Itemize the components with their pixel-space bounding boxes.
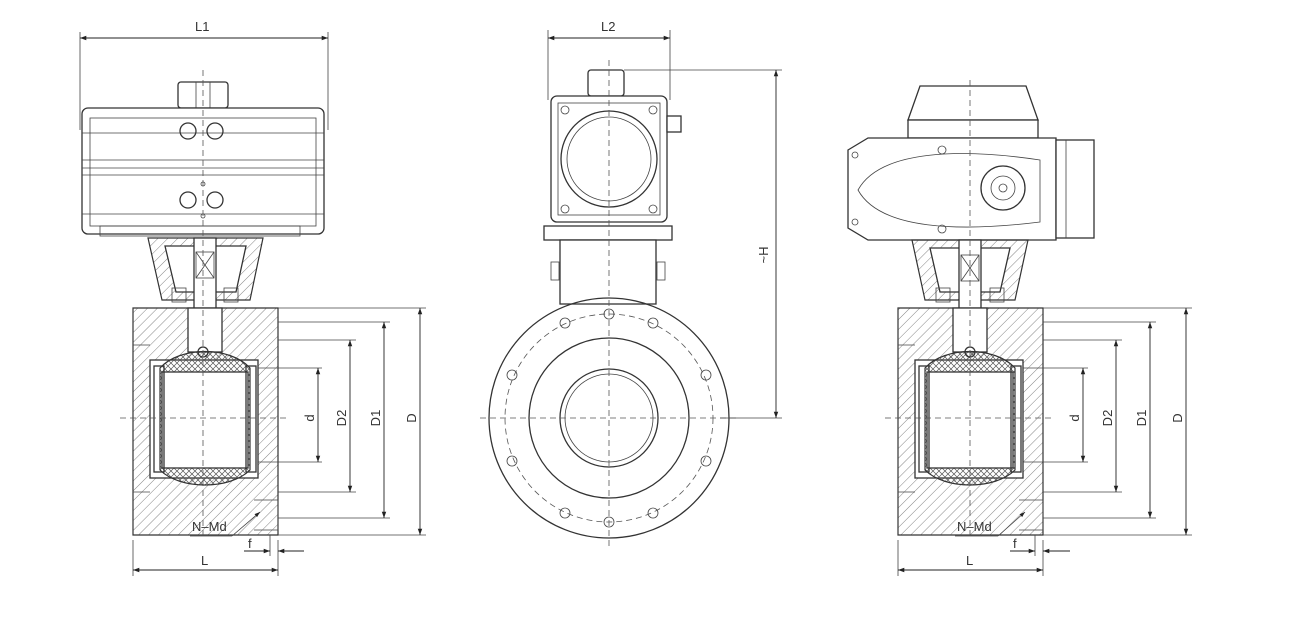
valve-body-section-right	[897, 307, 1044, 536]
actuator-side	[543, 69, 682, 305]
dim-label-left-L: L	[201, 553, 208, 568]
dim-label-l1: L1	[195, 19, 209, 34]
dim-label-left-f: f	[248, 536, 252, 551]
dim-label-right-D: D	[1170, 413, 1185, 422]
right-dimensions	[897, 307, 1192, 576]
dim-label-left-D: D	[404, 413, 419, 422]
dim-label-right-f: f	[1013, 536, 1017, 551]
valve-body-section	[132, 307, 279, 536]
middle-dimensions	[547, 30, 782, 419]
dim-label-left-nmd: N–Md	[192, 519, 227, 534]
dim-label-right-d: d	[1067, 414, 1082, 421]
right-view	[847, 80, 1095, 540]
dim-label-left-d: d	[302, 414, 317, 421]
middle-view	[480, 60, 740, 550]
electric-actuator	[847, 85, 1095, 241]
left-dimensions	[79, 32, 426, 576]
left-view	[81, 70, 325, 540]
dim-label-right-d1: D1	[1134, 410, 1149, 427]
dim-label-l2: L2	[601, 19, 615, 34]
dim-label-right-d2: D2	[1100, 410, 1115, 427]
dim-label-right-nmd: N–Md	[957, 519, 992, 534]
dim-label-h: ~H	[756, 247, 771, 264]
dim-label-right-L: L	[966, 553, 973, 568]
dim-label-left-d2: D2	[334, 410, 349, 427]
dim-label-left-d1: D1	[368, 410, 383, 427]
